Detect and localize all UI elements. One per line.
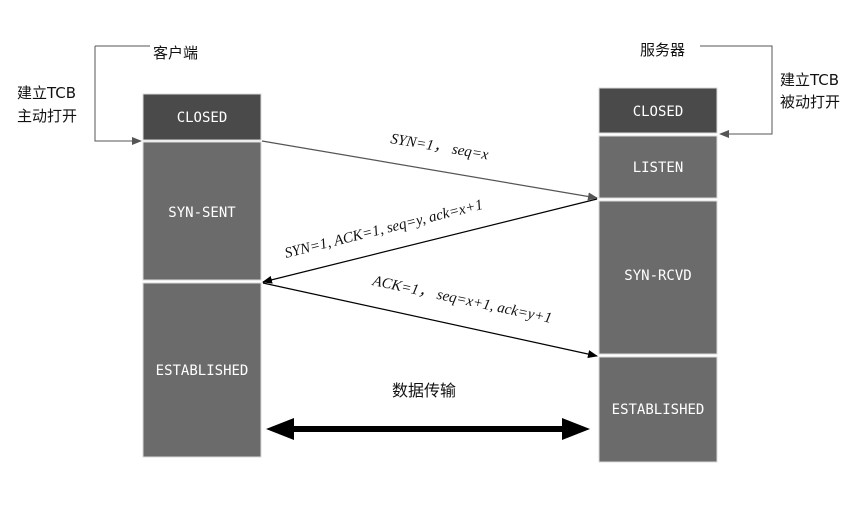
server-state-established-label: ESTABLISHED [612,402,705,418]
server-open-note-line2: 被动打开 [780,93,840,111]
data-transfer-label: 数据传输 [392,381,456,400]
client-open-arrow [94,46,142,145]
ack-arrow [262,282,598,358]
server-state-syn-rcvd: SYN-RCVD [598,200,718,355]
server-state-syn-rcvd-label: SYN-RCVD [624,268,691,284]
server-state-listen-label: LISTEN [633,160,684,176]
server-state-closed-label: CLOSED [633,104,684,120]
syn-label: SYN=1， seq=x [389,131,490,163]
client-state-syn-sent: SYN-SENT [142,141,262,281]
server-state-closed: CLOSED [598,87,718,134]
client-title: 客户端 [153,44,198,62]
data-transfer-arrow [266,418,590,440]
ack-label: ACK=1， seq=x+1, ack=y+1 [370,273,553,327]
client-state-established-label: ESTABLISHED [156,363,249,379]
server-state-established: ESTABLISHED [598,356,718,463]
client-open-note-line1: 建立TCB [17,84,76,102]
client-state-closed: CLOSED [142,93,262,141]
server-title: 服务器 [640,41,685,59]
server-open-note-line1: 建立TCB [780,71,839,89]
syn-arrow [261,140,598,201]
client-state-established: ESTABLISHED [142,282,262,458]
server-state-listen: LISTEN [598,135,718,199]
server-open-arrow [700,45,773,138]
syn-ack-arrow [262,198,598,284]
client-state-syn-sent-label: SYN-SENT [168,205,236,221]
client-open-note-line2: 主动打开 [17,107,77,125]
client-state-closed-label: CLOSED [177,110,228,126]
